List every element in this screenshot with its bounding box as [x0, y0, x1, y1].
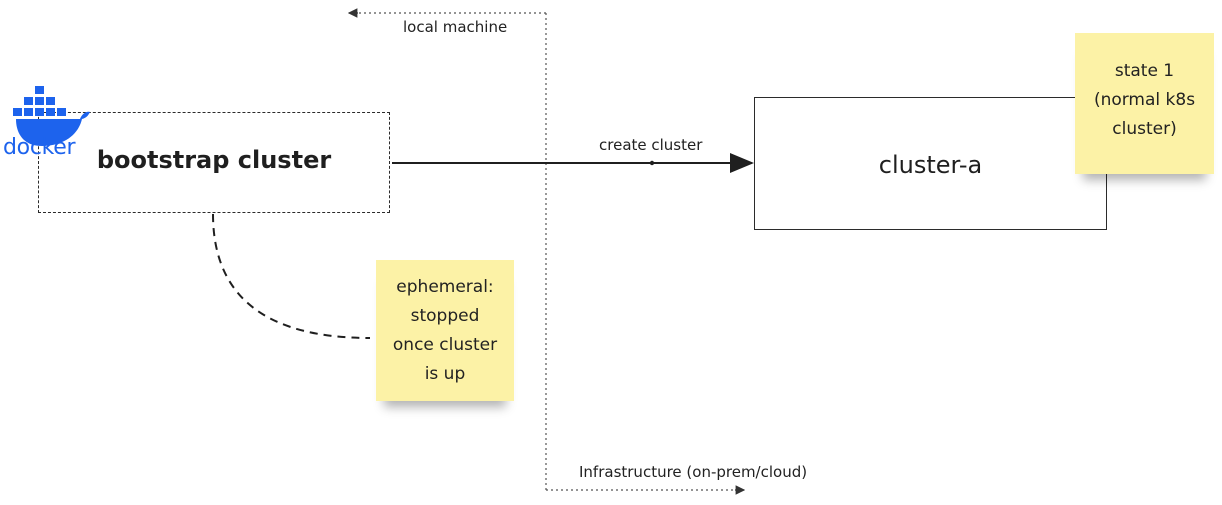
bootstrap-cluster-node[interactable]: bootstrap cluster	[38, 112, 390, 213]
ephemeral-note-line: stopped	[410, 305, 480, 326]
ephemeral-note-line: ephemeral:	[396, 276, 494, 297]
state-note-line: cluster)	[1112, 119, 1177, 139]
docker-logo-text: docker	[3, 135, 76, 160]
cluster-a-node[interactable]: cluster-a	[754, 97, 1107, 230]
cluster-a-label: cluster-a	[878, 150, 983, 179]
local-machine-label: local machine	[403, 18, 508, 36]
state-note-line: (normal k8s	[1093, 90, 1196, 110]
state-note-line: state 1	[1114, 61, 1175, 81]
ephemeral-note-line: is up	[424, 363, 466, 384]
state-note[interactable]: state 1 (normal k8s cluster)	[1075, 33, 1214, 174]
ephemeral-note[interactable]: ephemeral: stopped once cluster is up	[376, 260, 514, 401]
boundary-line	[355, 12, 740, 491]
infrastructure-label: Infrastructure (on-prem/cloud)	[579, 463, 808, 481]
create-cluster-midpoint	[649, 160, 655, 166]
ephemeral-connector	[212, 213, 371, 339]
bootstrap-cluster-label: bootstrap cluster	[96, 145, 332, 174]
docker-logo-icon	[13, 86, 90, 146]
ephemeral-note-line: once cluster	[392, 334, 498, 355]
create-cluster-label: create cluster	[599, 136, 703, 154]
